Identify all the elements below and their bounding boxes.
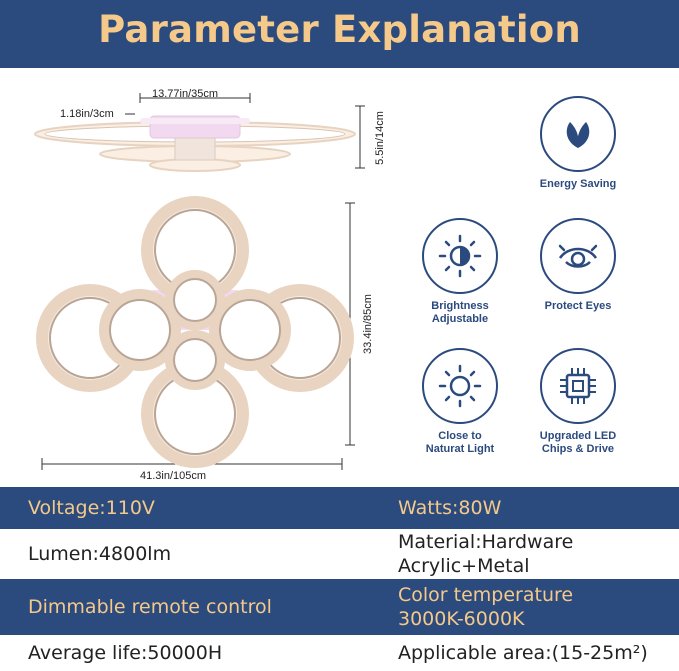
header-banner: Parameter Explanation <box>0 0 679 68</box>
specs-table: Voltage:110V Watts:80W Lumen:4800lm Mate… <box>0 487 679 671</box>
voltage-spec: Voltage:110V <box>28 497 155 519</box>
average-life-spec: Average life:50000H <box>28 642 223 664</box>
page-title: Parameter Explanation <box>98 8 581 51</box>
spec-row: Voltage:110V Watts:80W <box>0 487 679 529</box>
ring-thickness-dimension: 1.18in/3cm <box>60 108 114 120</box>
spec-row: Lumen:4800lm Material:Hardware Acrylic+M… <box>0 529 679 579</box>
product-diagram: 13.77in/35cm 1.18in/3cm 5.5in/14cm 33.4i… <box>0 68 400 488</box>
width-top-dimension: 13.77in/35cm <box>152 88 219 100</box>
dimmable-spec: Dimmable remote control <box>28 596 272 618</box>
length-dimension: 33.4in/85cm <box>362 294 374 354</box>
height-dimension: 5.5in/14cm <box>374 111 386 165</box>
leaf-icon <box>540 96 616 172</box>
material-spec: Material:Hardware Acrylic+Metal <box>398 531 574 577</box>
chip-icon <box>540 348 616 424</box>
watts-spec: Watts:80W <box>398 497 502 519</box>
side-view <box>34 115 356 172</box>
width-bottom-dimension: 41.3in/105cm <box>140 470 207 482</box>
spec-row: Dimmable remote control Color temperatur… <box>0 579 679 635</box>
eye-icon <box>540 218 616 294</box>
sun-icon <box>422 348 498 424</box>
lumen-spec: Lumen:4800lm <box>28 543 172 565</box>
feature-energy-saving: Energy Saving <box>518 96 638 191</box>
feature-protect-eyes: Protect Eyes <box>518 218 638 313</box>
feature-label: Energy Saving <box>539 178 617 190</box>
lamp-drawing <box>34 93 365 470</box>
feature-label: Protect Eyes <box>544 300 612 312</box>
spec-row: Average life:50000H Applicable area:(15-… <box>0 635 679 671</box>
color-temperature-spec: Color temperature 3000K-6000K <box>398 584 574 630</box>
top-view <box>36 196 354 468</box>
applicable-area-spec: Applicable area:(15-25m²) <box>398 642 648 664</box>
sun-half-icon <box>422 218 498 294</box>
